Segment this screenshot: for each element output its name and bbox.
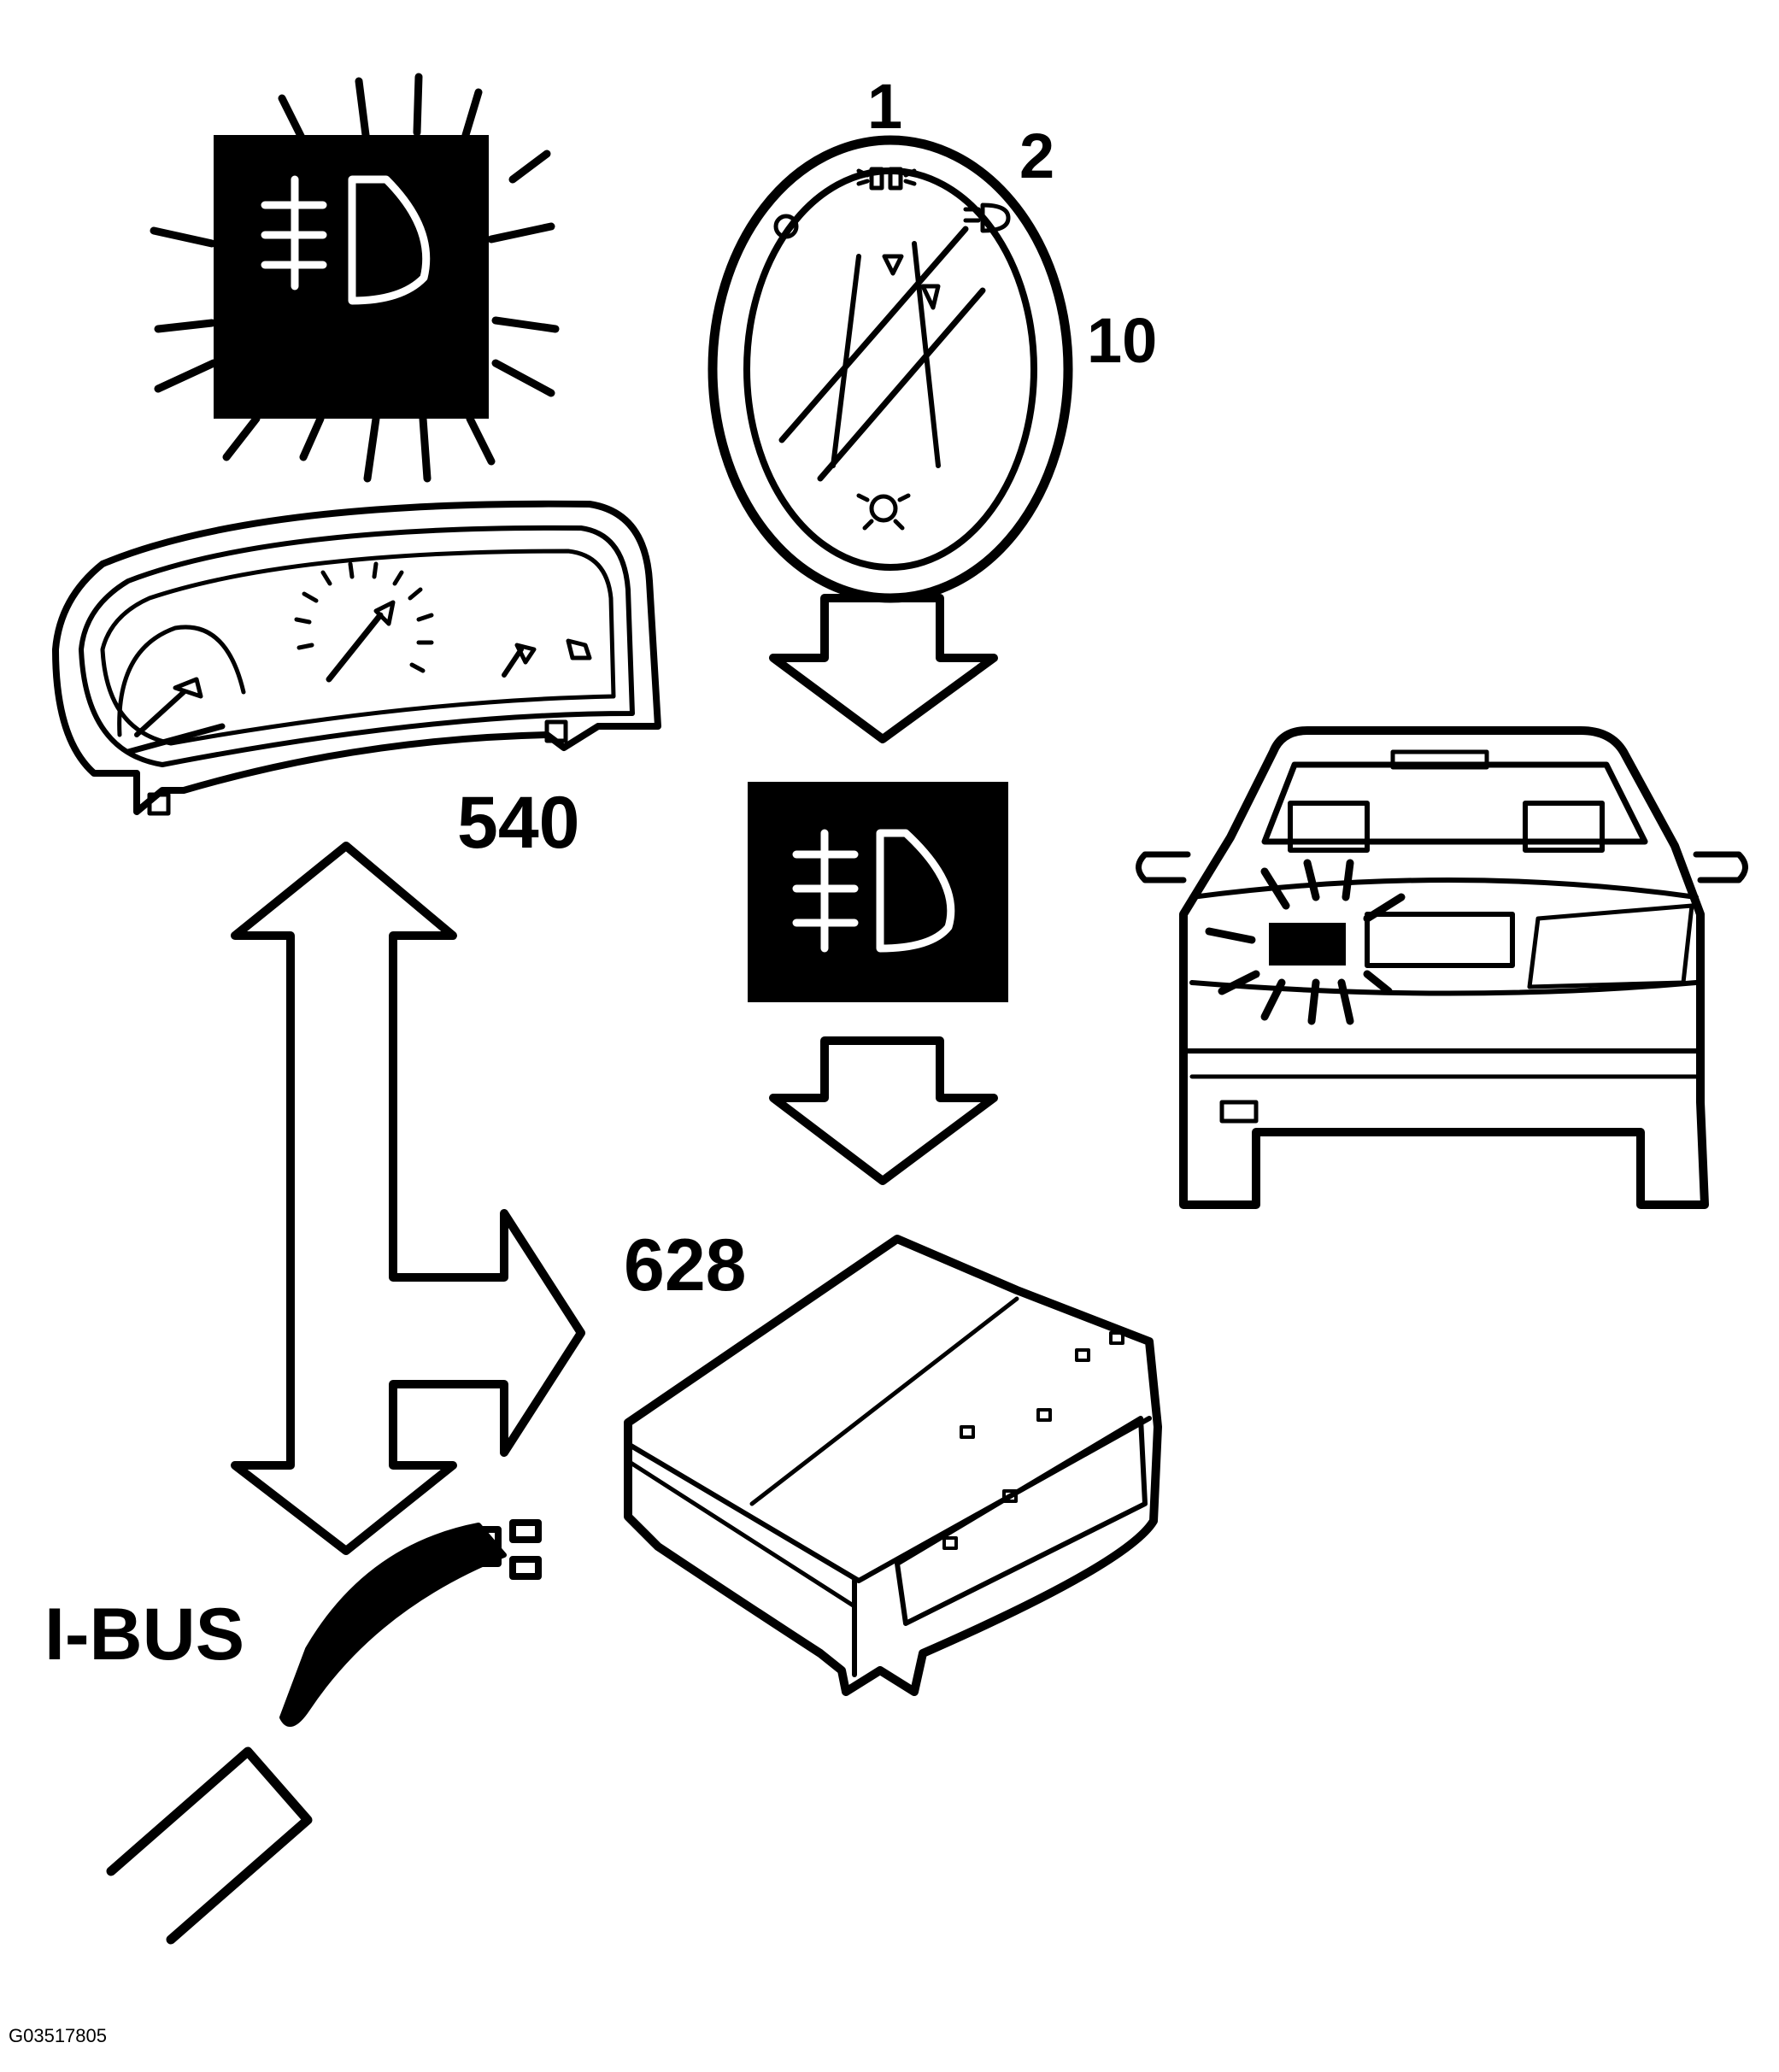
double-arrow-branch <box>231 842 585 1555</box>
bus-cable <box>106 1519 542 1945</box>
bus-label: I-BUS <box>44 1594 245 1676</box>
switch-position-10-label: 10 <box>1087 305 1158 376</box>
fog-light-symbol <box>856 493 911 531</box>
arrow-down-outline-icon-lower <box>769 1036 998 1185</box>
cable-sheath <box>106 1746 313 1945</box>
glow-rays <box>150 73 560 483</box>
figure-code-label: G03517805 <box>9 2025 107 2046</box>
switch-position-2-label: 2 <box>1019 120 1055 191</box>
rear-fog-lamp-glow <box>1205 859 1406 1025</box>
off-symbol <box>773 214 799 239</box>
control-module-number-label: 628 <box>624 1224 747 1306</box>
speedometer-ticks <box>294 561 434 673</box>
switch-position-1-label: 1 <box>867 71 903 142</box>
light-switch-dial <box>707 135 1073 603</box>
fog-lamp-indicator <box>748 782 1008 1002</box>
arrow-down-outline-icon-upper <box>769 594 998 743</box>
parking-light-symbol <box>856 167 917 191</box>
rear-fog-lamp-icon <box>261 175 431 305</box>
glowing-fog-lamp-indicator <box>150 73 560 483</box>
connector-pins <box>462 1519 542 1580</box>
control-module <box>624 1235 1162 1696</box>
rear-fog-lamp-icon <box>792 829 955 953</box>
headlight-symbol <box>963 203 1011 233</box>
instrument-cluster-number-label: 540 <box>457 782 580 864</box>
instrument-cluster <box>52 500 661 816</box>
car-rear-view <box>1136 726 1748 1209</box>
